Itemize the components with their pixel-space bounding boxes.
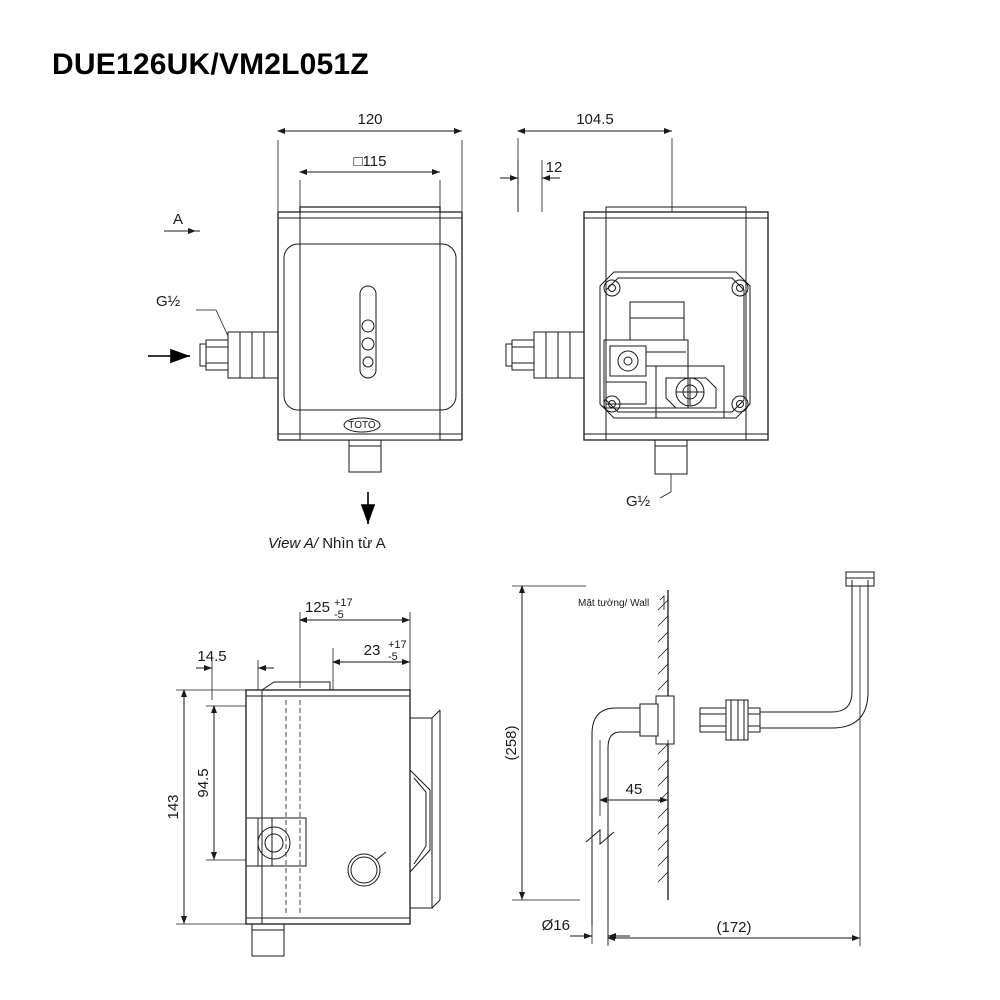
internal-dim-104-5: 104.5 [576, 111, 614, 128]
side-dim-23: 23 [364, 642, 381, 659]
view-a-caption: View A/ Nhìn từ A [268, 535, 386, 552]
front-label-a: A [173, 211, 183, 228]
side-dim-94-5: 94.5 [195, 768, 212, 797]
side-dim-125: 125 [305, 599, 330, 616]
page-title: DUE126UK/VM2L051Z [52, 48, 369, 81]
side-dim-23-plus: +17 [388, 639, 407, 651]
internal-view-group: 104.5 12 [500, 111, 769, 510]
front-view-group: 120 □115 TOTO G½ [148, 111, 463, 552]
side-dim-125-plus: +17 [334, 597, 353, 609]
side-dim-14-5: 14.5 [197, 648, 226, 665]
pipe-dim-diameter-16: Ø16 [542, 917, 570, 934]
internal-label-g-half: G½ [626, 493, 651, 510]
side-dim-23-minus: -5 [388, 651, 398, 663]
front-dim-120: 120 [357, 111, 382, 128]
side-dim-125-minus: -5 [334, 609, 344, 621]
wall-label: Mặt tường/ Wall [578, 598, 649, 609]
front-label-g-half: G½ [156, 293, 181, 310]
brand-label: TOTO [348, 420, 376, 431]
internal-dim-12: 12 [546, 159, 563, 176]
side-section-view-group: 125 +17 -5 14.5 23 +17 -5 143 94.5 [165, 597, 441, 957]
pipe-dim-172: (172) [716, 919, 751, 936]
pipe-routing-view-group: Mặt tường/ Wall (258) [503, 571, 875, 946]
side-dim-143: 143 [165, 794, 182, 819]
pipe-dim-45: 45 [626, 781, 643, 798]
front-dim-115: □115 [354, 153, 387, 170]
pipe-dim-258: (258) [503, 725, 520, 760]
